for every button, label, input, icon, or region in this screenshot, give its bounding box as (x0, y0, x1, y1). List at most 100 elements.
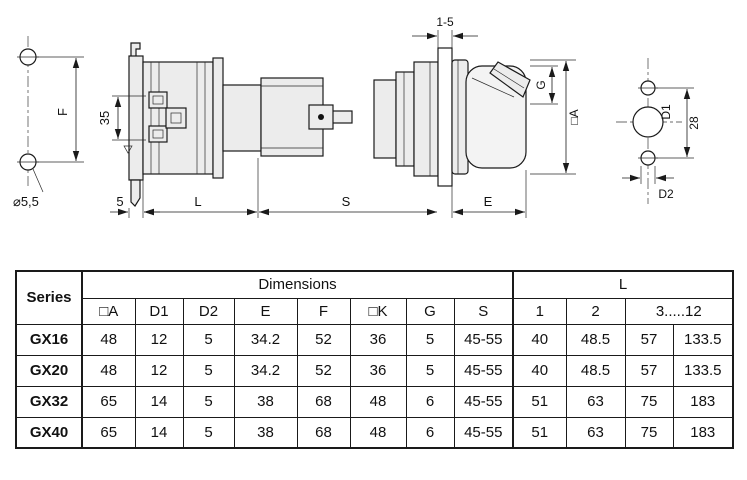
dim-l-label: L (194, 194, 201, 209)
mounting-bracket (128, 55, 144, 181)
value-cell: 75 (624, 416, 674, 449)
table-row: GX32 65 14 5 38 68 48 6 45-55 51 63 75 1… (15, 385, 734, 418)
dimensions-group-header: Dimensions (81, 270, 514, 299)
shaft-coupler (165, 107, 187, 129)
hole-diameter-label: ⌀5,5 (13, 194, 39, 209)
value-cell: 14 (134, 385, 184, 418)
value-cell: 45-55 (453, 416, 514, 449)
dim-square-a-label: □A (567, 109, 581, 124)
rear-block (373, 79, 397, 159)
front-block (413, 61, 439, 177)
shaft-flange (222, 84, 262, 152)
column-header: D2 (182, 297, 235, 325)
column-header: □A (81, 297, 136, 325)
table-row: GX20 48 12 5 34.2 52 36 5 45-55 40 48.5 … (15, 354, 734, 387)
value-cell: 34.2 (233, 323, 298, 356)
value-cell: 45-55 (453, 354, 514, 387)
orientation-mark (123, 145, 133, 154)
value-cell: 5 (405, 354, 455, 387)
column-header: □K (349, 297, 407, 325)
value-cell: 65 (81, 416, 136, 449)
value-cell: 48 (81, 354, 136, 387)
dim-d2-label: D2 (658, 187, 674, 201)
table-row: GX40 65 14 5 38 68 48 6 45-55 51 63 75 1… (15, 416, 734, 449)
value-cell: 133.5 (672, 323, 734, 356)
value-cell: 48.5 (565, 323, 626, 356)
value-cell: 63 (565, 416, 626, 449)
value-cell: 40 (512, 323, 567, 356)
value-cell: 75 (624, 385, 674, 418)
series-cell: GX16 (15, 323, 83, 356)
series-cell: GX32 (15, 385, 83, 418)
column-header: D1 (134, 297, 184, 325)
value-cell: 45-55 (453, 385, 514, 418)
value-cell: 51 (512, 416, 567, 449)
lever-edge (471, 77, 515, 98)
value-cell: 38 (233, 416, 298, 449)
dim-f-label: F (55, 108, 70, 116)
terminal-block-bottom (148, 125, 168, 143)
value-cell: 45-55 (453, 323, 514, 356)
value-cell: 48 (349, 385, 407, 418)
spec-table: Series Dimensions L □A D1 D2 E F □K G S … (15, 270, 735, 449)
terminal-screw (152, 95, 164, 105)
value-cell: 5 (182, 323, 235, 356)
value-cell: 48 (81, 323, 136, 356)
value-cell: 48.5 (565, 354, 626, 387)
value-cell: 12 (134, 323, 184, 356)
drilling-view: D1 28 D2 (616, 58, 701, 204)
column-header: S (453, 297, 514, 325)
technical-drawing: F ⌀5,5 35 5 (13, 15, 701, 218)
series-header-cell: Series (15, 270, 83, 325)
value-cell: 6 (405, 416, 455, 449)
column-header: 3.....12 (624, 297, 734, 325)
value-cell: 5 (405, 323, 455, 356)
value-cell: 57 (624, 323, 674, 356)
value-cell: 34.2 (233, 354, 298, 387)
value-cell: 52 (296, 323, 351, 356)
panel-mount-view: 1-5 G □A E (373, 15, 581, 218)
value-cell: 183 (672, 416, 734, 449)
dim-28-label: 28 (687, 116, 701, 130)
value-cell: 68 (296, 385, 351, 418)
table-row: GX16 48 12 5 34.2 52 36 5 45-55 40 48.5 … (15, 323, 734, 356)
value-cell: 36 (349, 354, 407, 387)
shaft-coupler-detail (170, 112, 182, 124)
value-cell: 51 (512, 385, 567, 418)
mid-block (395, 71, 415, 167)
dim-1-5-label: 1-5 (436, 15, 454, 29)
dim-d1-label: D1 (659, 104, 673, 120)
dim-5-label: 5 (116, 194, 123, 209)
value-cell: 40 (512, 354, 567, 387)
value-cell: 183 (672, 385, 734, 418)
dim-e-label: E (484, 194, 493, 209)
value-cell: 6 (405, 385, 455, 418)
value-cell: 5 (182, 416, 235, 449)
lever-edge (493, 68, 525, 89)
column-header: G (405, 297, 455, 325)
column-header: 1 (512, 297, 567, 325)
value-cell: 57 (624, 354, 674, 387)
dim-s-label: S (342, 194, 351, 209)
bottom-mounting-tab (130, 179, 141, 207)
value-cell: 36 (349, 323, 407, 356)
mounting-panel (437, 47, 453, 187)
value-cell: 14 (134, 416, 184, 449)
shaft-hole-d1 (632, 106, 664, 138)
value-cell: 63 (565, 385, 626, 418)
value-cell: 68 (296, 416, 351, 449)
terminal-block-top (148, 91, 168, 109)
series-cell: GX20 (15, 354, 83, 387)
l-group-header: L (511, 270, 734, 299)
leader-line (32, 168, 44, 193)
terminal-screw (152, 129, 164, 139)
value-cell: 12 (134, 354, 184, 387)
value-cell: 38 (233, 385, 298, 418)
dim-35-label: 35 (97, 111, 112, 125)
value-cell: 65 (81, 385, 136, 418)
value-cell: 48 (349, 416, 407, 449)
series-cell: GX40 (15, 416, 83, 449)
mounting-plate-view: F ⌀5,5 (13, 36, 84, 209)
value-cell: 52 (296, 354, 351, 387)
value-cell: 5 (182, 354, 235, 387)
